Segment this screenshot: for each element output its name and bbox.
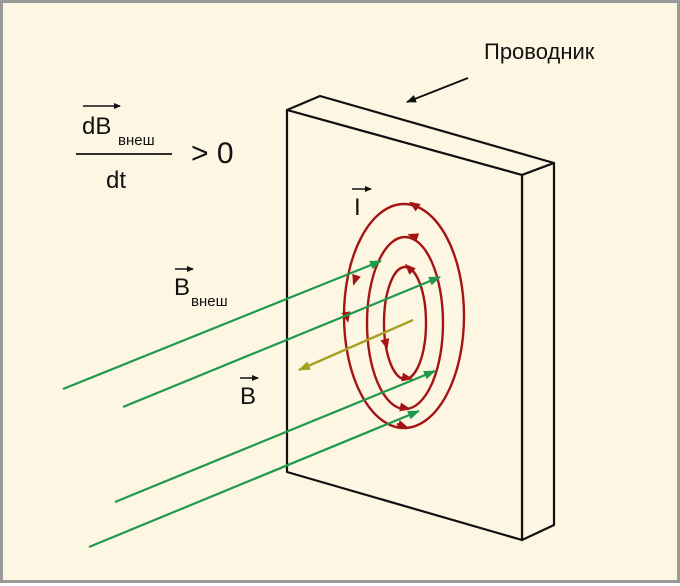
induced-field-arrow <box>298 318 414 372</box>
formula-denominator: dt <box>106 167 126 194</box>
current-arrow <box>380 338 390 350</box>
current-arrow <box>404 263 416 275</box>
current-arrow <box>399 402 411 412</box>
formula-relation: > 0 <box>191 137 234 170</box>
external-field-lines <box>62 259 441 549</box>
current-label: I <box>352 186 372 221</box>
current-arrow <box>352 273 361 286</box>
conductor-pointer-arrow <box>406 77 469 103</box>
current-arrow <box>396 420 409 429</box>
conductor-label: Проводник <box>484 39 595 64</box>
flux-change-formula: dB внеш dt > 0 <box>76 103 234 194</box>
eddy-current-diagram: Проводник dB внеш dt > 0 I B внеш B <box>62 39 595 549</box>
current-arrow <box>407 233 420 242</box>
induced-field-label: B <box>240 375 259 410</box>
plate-side-face <box>520 161 556 542</box>
formula-numerator: dB <box>82 113 111 140</box>
current-arrow <box>409 201 421 212</box>
field-line <box>62 259 382 391</box>
current-arrow <box>401 372 413 382</box>
formula-numerator-subscript: внеш <box>118 132 155 149</box>
current-symbol: I <box>354 194 361 221</box>
external-field-symbol: B <box>174 274 190 301</box>
conductor-plate <box>285 94 556 542</box>
external-field-label: B внеш <box>174 266 228 310</box>
induced-field-symbol: B <box>240 383 256 410</box>
field-line <box>114 369 436 504</box>
field-line <box>122 275 441 409</box>
field-line <box>88 409 420 549</box>
external-field-subscript: внеш <box>191 293 228 310</box>
